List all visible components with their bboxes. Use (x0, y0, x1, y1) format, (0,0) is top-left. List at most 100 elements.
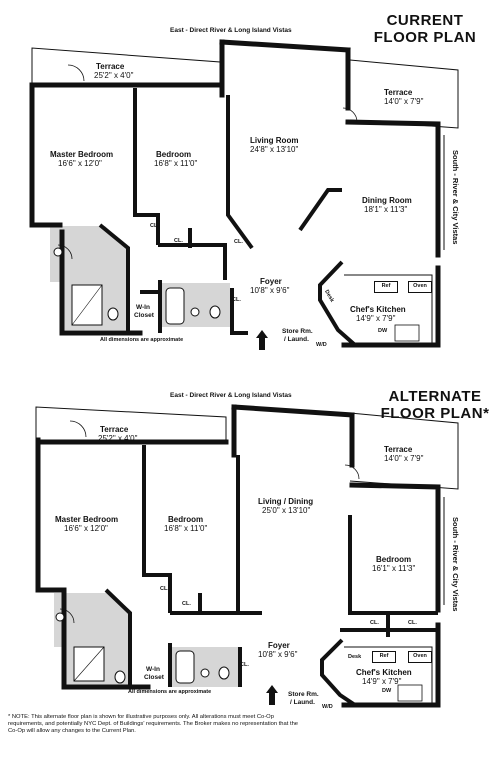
terrace-right-dim: 14'0" x 7'9" (384, 454, 424, 463)
refrigerator: Ref (372, 651, 396, 663)
plan-title-line2: FLOOR PLAN* (380, 405, 490, 422)
washer-dryer-label: W/D (316, 342, 327, 348)
kitchen-counter (344, 274, 433, 345)
master-bedroom-name: Master Bedroom (55, 515, 119, 524)
closet-label-4: CL. (232, 297, 241, 303)
shower-diagonal (71, 284, 103, 326)
entry-arrow (266, 685, 278, 705)
outer-walls (35, 404, 441, 708)
bedroom-dim: 16'8" x 11'0" (164, 524, 208, 533)
closet-label-2: CL. (174, 238, 183, 244)
kitchen-name: Chef's Kitchen (350, 305, 406, 314)
cooktop (397, 684, 423, 702)
bedroom2-dim: 16'1" x 11'3" (372, 564, 416, 573)
hall-sink (200, 668, 210, 678)
master-sink (55, 612, 65, 622)
kitchen-dim: 14'9" x 7'9" (362, 677, 402, 686)
entry-arrow (256, 330, 268, 350)
master-bedroom-dim: 16'6" x 12'0" (58, 159, 102, 168)
washer-dryer-label: W/D (322, 704, 333, 710)
outer-walls (29, 39, 441, 348)
cooktop (394, 324, 420, 342)
closet-label-3: CL. (234, 239, 243, 245)
oven: Oven (408, 281, 432, 293)
kitchen-dim: 14'9" x 7'9" (356, 314, 396, 323)
refrigerator: Ref (374, 281, 398, 293)
approx-dimensions-note: All dimensions are approximate (128, 689, 212, 695)
closet-label-4: CL. (408, 620, 417, 626)
hall-toilet (218, 666, 230, 680)
bedroom2-name: Bedroom (376, 555, 412, 564)
vista-south-label: South - River & City Vistas (451, 150, 460, 245)
closet-label-1: CL. (150, 223, 159, 229)
living-dining-dim: 25'0" x 13'10" (262, 506, 311, 515)
plan-title-line1: CURRENT (386, 12, 464, 29)
foyer-name: Foyer (268, 641, 290, 650)
plan-title: CURRENT FLOOR PLAN (360, 12, 490, 46)
plan-title: ALTERNATE FLOOR PLAN* (370, 388, 500, 422)
window-lines (439, 497, 445, 605)
terrace-right-dim: 14'0" x 7'9" (384, 97, 424, 106)
alternate-floor-plan: ALTERNATE FLOOR PLAN* East - Direct Rive… (0, 385, 500, 755)
oven: Oven (408, 651, 432, 663)
master-bedroom-name: Master Bedroom (50, 150, 114, 159)
current-floor-plan: CURRENT FLOOR PLAN East - Direct River &… (0, 0, 500, 370)
master-toilet (107, 307, 119, 321)
shower-diagonal (73, 646, 105, 682)
kitchen-counter (344, 646, 433, 705)
alternate-plan-drawing (35, 404, 459, 708)
living-room-dim: 24'8" x 13'10" (250, 145, 299, 154)
closet-label-3: CL. (370, 620, 379, 626)
desk-label: Desk (348, 654, 362, 660)
window-lines (439, 135, 445, 250)
hall-sink (190, 307, 200, 317)
vista-east-label: East - Direct River & Long Island Vistas (170, 392, 292, 399)
walk-in-closet-line2: Closet (134, 312, 154, 319)
foyer-dim: 10'8" x 9'6" (250, 286, 290, 295)
master-bath-fill (50, 226, 128, 330)
current-plan-drawing (29, 39, 459, 350)
bedroom-dim: 16'8" x 11'0" (154, 159, 198, 168)
approx-dimensions-note: All dimensions are approximate (100, 337, 184, 343)
bedroom-name: Bedroom (168, 515, 204, 524)
closet-label-5: CL. (240, 662, 249, 668)
plan-title-line2: FLOOR PLAN (373, 29, 477, 46)
master-toilet (114, 670, 126, 684)
bathtub (165, 287, 185, 325)
terrace-top-name: Terrace (100, 425, 129, 434)
vista-south-label: South - River & City Vistas (451, 517, 460, 612)
foyer-dim: 10'8" x 9'6" (258, 650, 298, 659)
dishwasher-label: DW (382, 688, 392, 694)
walk-in-closet-line2: Closet (144, 674, 164, 681)
bathtub (175, 650, 195, 684)
walk-in-closet-line1: W-In (136, 304, 150, 311)
door-swings (59, 420, 360, 624)
terrace-right-name: Terrace (384, 445, 413, 454)
master-bedroom-dim: 16'6" x 12'0" (64, 524, 108, 533)
store-room-line2: / Laund. (284, 336, 309, 343)
hall-toilet (209, 305, 221, 319)
disclaimer-note: * NOTE: This alternate floor plan is sho… (8, 714, 299, 735)
interior-walls (98, 88, 357, 347)
dining-room-name: Dining Room (362, 196, 412, 205)
store-room-line1: Store Rm. (282, 328, 313, 335)
foyer-name: Foyer (260, 277, 282, 286)
dining-room-dim: 18'1" x 11'3" (364, 205, 408, 214)
plan-title-line1: ALTERNATE (388, 388, 482, 405)
walk-in-closet-line1: W-In (146, 666, 160, 673)
master-bath-fill (54, 593, 130, 685)
bedroom-name: Bedroom (156, 150, 192, 159)
kitchen-name: Chef's Kitchen (356, 668, 412, 677)
living-room-name: Living Room (250, 136, 299, 145)
closet-label-2: CL. (182, 601, 191, 607)
dishwasher-label: DW (378, 328, 388, 334)
master-sink (53, 247, 63, 257)
terrace-right-name: Terrace (384, 88, 413, 97)
closet-label-1: CL. (160, 586, 169, 592)
interior-walls (104, 445, 438, 707)
store-room-line1: Store Rm. (288, 691, 319, 698)
store-room-line2: / Laund. (290, 699, 315, 706)
door-swings (57, 64, 358, 260)
terrace-top-dim: 25'2" x 4'0" (98, 434, 138, 443)
terrace-top-dim: 25'2" x 4'0" (94, 71, 134, 80)
